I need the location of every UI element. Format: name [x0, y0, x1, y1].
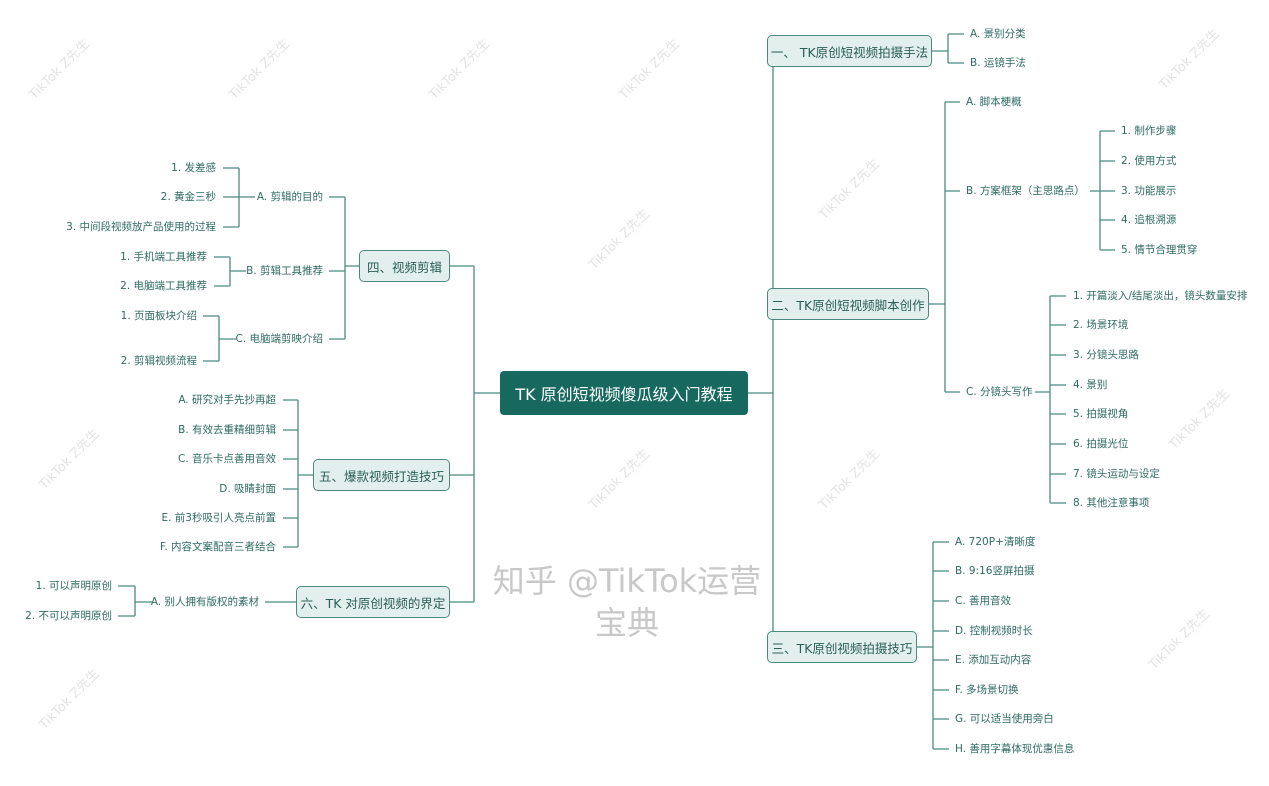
topic-viral-video-tips[interactable]: 五、爆款视频打造技巧	[313, 459, 450, 491]
subtopic-label[interactable]: A. 别人拥有版权的素材	[150, 596, 259, 608]
subtopic-label[interactable]: C. 善用音效	[955, 595, 1012, 607]
topic-shooting-tips[interactable]: 三、TK原创视频拍摄技巧	[767, 631, 917, 663]
subtopic-label[interactable]: 1. 页面板块介绍	[120, 310, 197, 322]
central-topic[interactable]: TK 原创短视频傻瓜级入门教程	[500, 371, 748, 415]
subtopic-label[interactable]: B. 有效去重精细剪辑	[178, 424, 276, 436]
subtopic-label[interactable]: A. 720P+清晰度	[955, 536, 1036, 548]
subtopic-label[interactable]: H. 善用字幕体现优惠信息	[955, 743, 1075, 755]
subtopic-label[interactable]: B. 9:16竖屏拍摄	[955, 565, 1035, 577]
subtopic-label[interactable]: 8. 其他注意事项	[1073, 497, 1150, 509]
subtopic-label[interactable]: 5. 拍摄视角	[1073, 408, 1129, 420]
subtopic-label[interactable]: B. 方案框架（主思路点）	[966, 185, 1085, 197]
subtopic-label[interactable]: 1. 可以声明原创	[35, 580, 112, 592]
subtopic-label[interactable]: F. 内容文案配音三者结合	[159, 541, 276, 553]
subtopic-label[interactable]: A. 脚本梗概	[966, 96, 1022, 108]
subtopic-label[interactable]: B. 运镜手法	[970, 57, 1026, 69]
subtopic-label[interactable]: E. 前3秒吸引人亮点前置	[161, 512, 277, 524]
subtopic-label[interactable]: A. 景别分类	[970, 28, 1026, 40]
subtopic-label[interactable]: 4. 追根溯源	[1121, 214, 1177, 226]
subtopic-label[interactable]: 1. 制作步骤	[1121, 125, 1177, 137]
subtopic-label[interactable]: C. 分镜头写作	[966, 386, 1033, 398]
subtopic-label[interactable]: 4. 景别	[1073, 379, 1108, 391]
subtopic-label[interactable]: 7. 镜头运动与设定	[1073, 468, 1160, 480]
subtopic-label[interactable]: G. 可以适当使用旁白	[955, 713, 1054, 725]
subtopic-label[interactable]: 1. 发差感	[171, 162, 216, 174]
subtopic-label[interactable]: 2. 电脑端工具推荐	[120, 280, 207, 292]
subtopic-label[interactable]: 3. 中间段视频放产品使用的过程	[66, 221, 216, 233]
subtopic-label[interactable]: 1. 开篇淡入/结尾淡出，镜头数量安排	[1073, 290, 1248, 302]
subtopic-label[interactable]: A. 剪辑的目的	[256, 191, 323, 203]
topic-shooting-methods[interactable]: 一、 TK原创短视频拍摄手法	[767, 35, 932, 67]
subtopic-label[interactable]: C. 音乐卡点善用音效	[177, 453, 276, 465]
subtopic-label[interactable]: D. 控制视频时长	[955, 625, 1033, 637]
subtopic-label[interactable]: 2. 场景环境	[1073, 319, 1129, 331]
subtopic-label[interactable]: C. 电脑端剪映介绍	[235, 333, 323, 345]
topic-originality-definition[interactable]: 六、TK 对原创视频的界定	[296, 586, 450, 618]
topic-video-editing[interactable]: 四、视频剪辑	[359, 250, 450, 282]
topic-script-creation[interactable]: 二、TK原创短视频脚本创作	[767, 288, 929, 320]
subtopic-label[interactable]: 5. 情节合理贯穿	[1121, 244, 1198, 256]
subtopic-label[interactable]: E. 添加互动内容	[955, 654, 1032, 666]
subtopic-label[interactable]: B. 剪辑工具推荐	[246, 265, 323, 277]
footer-watermark: 知乎 @TikTok运营宝典	[492, 562, 762, 642]
subtopic-label[interactable]: 1. 手机端工具推荐	[120, 251, 207, 263]
subtopic-label[interactable]: F. 多场景切换	[955, 684, 1019, 696]
subtopic-label[interactable]: D. 吸睛封面	[219, 483, 276, 495]
subtopic-label[interactable]: 2. 黄金三秒	[160, 191, 216, 203]
subtopic-label[interactable]: 2. 不可以声明原创	[25, 610, 112, 622]
subtopic-label[interactable]: A. 研究对手先抄再超	[178, 394, 276, 406]
subtopic-label[interactable]: 2. 使用方式	[1121, 155, 1177, 167]
subtopic-label[interactable]: 3. 功能展示	[1121, 185, 1177, 197]
subtopic-label[interactable]: 6. 拍摄光位	[1073, 438, 1129, 450]
subtopic-label[interactable]: 3. 分镜头思路	[1073, 349, 1139, 361]
subtopic-label[interactable]: 2. 剪辑视频流程	[120, 355, 197, 367]
